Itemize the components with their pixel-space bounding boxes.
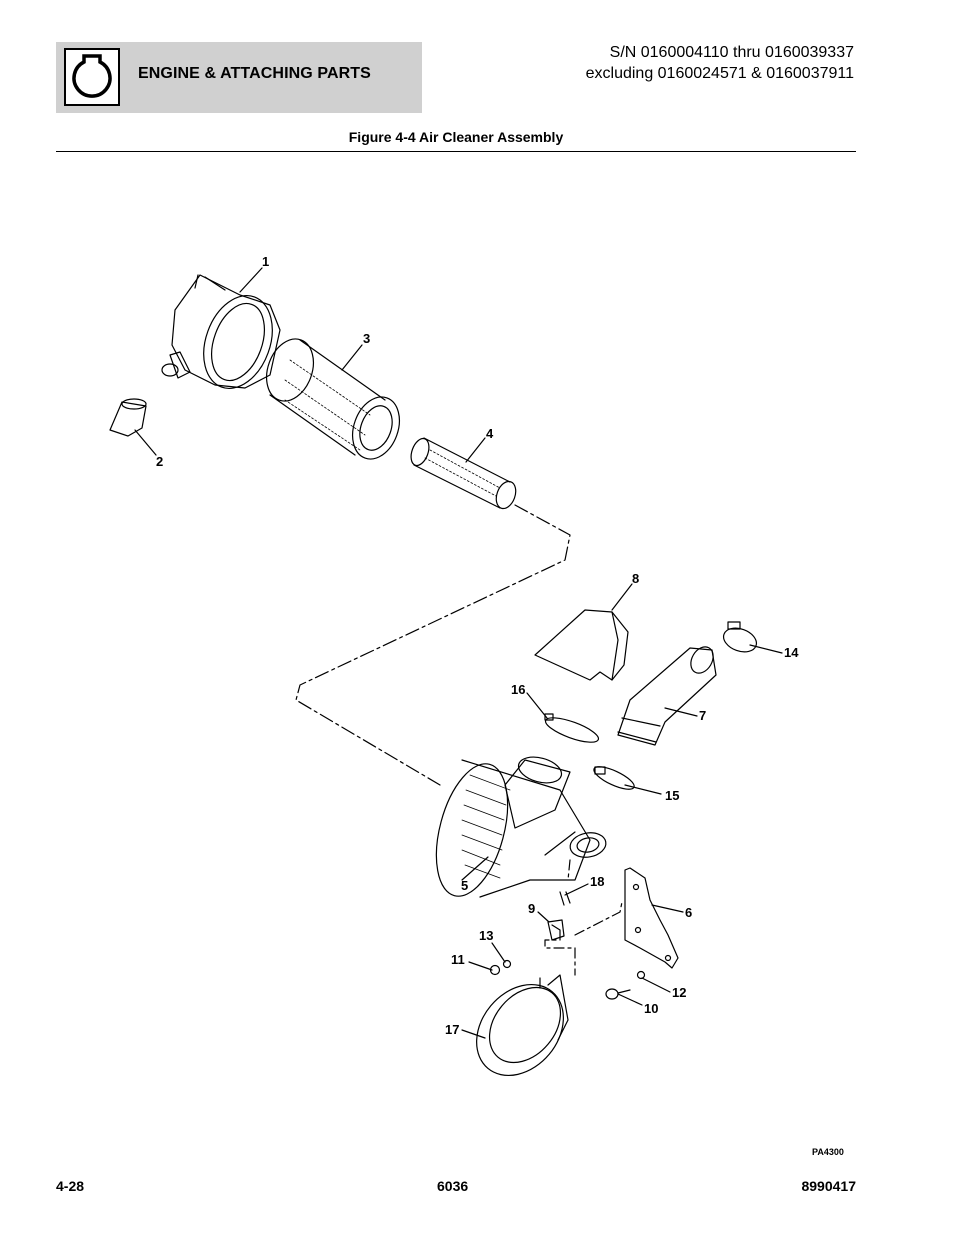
section-header-box: ENGINE & ATTACHING PARTS [56,42,422,113]
callout-16: 16 [511,682,525,697]
callout-6: 6 [685,905,692,920]
part-clamp-15 [593,766,635,790]
callout-8: 8 [632,571,639,586]
part-inlet-hose [617,646,717,746]
part-air-cleaner-body [435,756,607,898]
part-13-washer [502,959,512,969]
part-clamp-16 [544,713,600,743]
page-number: 4-28 [56,1178,85,1194]
part-intake-hood [534,609,629,681]
leader-2 [134,429,157,456]
document-number: 8990417 [801,1178,856,1194]
callout-4: 4 [486,426,494,441]
leader-7 [664,707,698,717]
part-safety-filter [410,437,517,510]
callout-2: 2 [156,454,163,469]
part-9-valve [547,919,565,941]
leader-4 [465,437,486,463]
leader-12 [641,977,671,993]
part-vacuator-valve [109,398,147,437]
leader-11 [468,961,493,971]
leader-17 [461,1029,486,1039]
callout-15: 15 [665,788,679,803]
figure-code: PA4300 [812,1147,844,1157]
leader-18 [564,883,589,896]
leader-9 [537,911,550,923]
callout-7: 7 [699,708,706,723]
callout-17: 17 [445,1022,459,1037]
leader-10 [617,993,643,1006]
serial-range: S/N 0160004110 thru 0160039337 [609,44,854,61]
leader-1 [239,267,263,293]
engine-icon [64,48,120,106]
part-mounting-band [476,974,569,1077]
leader-13 [491,942,506,963]
part-mounting-bracket [624,867,679,969]
leader-3 [341,344,363,371]
serial-number-block: S/N 0160004110 thru 0160039337 excluding… [586,42,854,84]
leader-6 [651,904,684,913]
callout-3: 3 [363,331,370,346]
leader-8 [611,583,633,611]
part-air-cleaner-housing [161,274,281,390]
callout-14: 14 [784,645,799,660]
bracket-mount-line [544,859,623,976]
assembly-path-line [295,504,571,786]
figure-title: Figure 4-4 Air Cleaner Assembly [348,129,564,145]
callout-11: 11 [451,952,465,967]
callout-1: 1 [262,254,269,269]
serial-exclusions: excluding 0160024571 & 0160037911 [585,65,854,82]
leader-5 [461,856,489,881]
callout-13: 13 [479,928,493,943]
leader-16 [526,692,548,719]
leader-14 [749,644,783,654]
part-hose-clamp-top [722,621,758,653]
callout-5: 5 [461,878,468,893]
part-12-washer [636,970,646,980]
model-number: 6036 [437,1178,469,1194]
callout-18: 18 [590,874,604,889]
leader-15 [624,784,662,795]
callout-10: 10 [644,1001,658,1016]
callout-9: 9 [528,901,535,916]
section-title: ENGINE & ATTACHING PARTS [138,65,371,82]
header-divider [56,151,856,152]
callout-12: 12 [672,985,686,1000]
part-primary-filter [266,338,400,460]
